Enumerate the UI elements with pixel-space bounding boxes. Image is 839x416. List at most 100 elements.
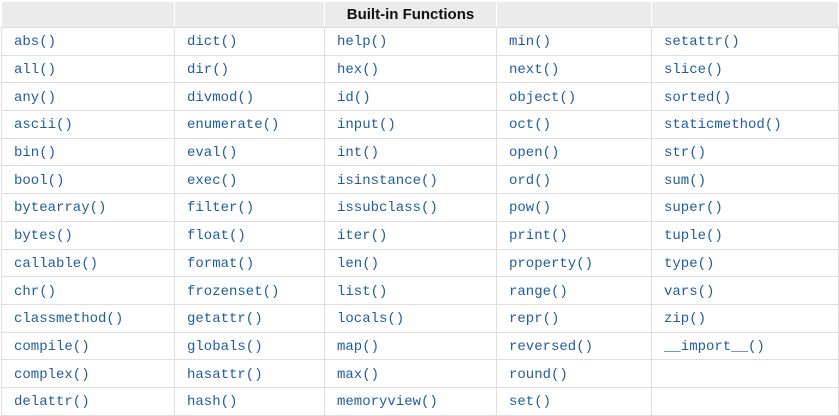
function-link[interactable]: filter() (187, 200, 255, 217)
function-link[interactable]: list() (337, 283, 388, 300)
function-link[interactable]: repr() (509, 311, 560, 328)
function-link[interactable]: any() (14, 89, 57, 106)
function-link[interactable]: hex() (337, 62, 380, 79)
function-cell: all() (1, 54, 175, 84)
function-cell: print() (496, 220, 652, 250)
function-link[interactable]: globals() (187, 338, 263, 355)
function-link[interactable]: chr() (14, 283, 57, 300)
function-link[interactable]: ascii() (14, 117, 73, 134)
function-cell: str() (651, 137, 839, 167)
function-link[interactable]: float() (187, 228, 246, 245)
function-link[interactable]: sorted() (664, 89, 732, 106)
function-link[interactable]: hash() (187, 394, 238, 411)
function-link[interactable]: bytes() (14, 228, 73, 245)
table-row: bool() exec() isinstance() ord() sum() (1, 165, 839, 195)
function-link[interactable]: bytearray() (14, 200, 107, 217)
function-link[interactable]: setattr() (664, 34, 740, 51)
function-link[interactable]: reversed() (509, 338, 594, 355)
function-link[interactable]: oct() (509, 117, 552, 134)
function-link[interactable]: divmod() (187, 89, 255, 106)
function-link[interactable]: locals() (337, 311, 405, 328)
function-link[interactable]: zip() (664, 311, 707, 328)
table-row: chr() frozenset() list() range() vars() (1, 276, 839, 305)
function-cell: classmethod() (1, 303, 175, 333)
function-link[interactable]: frozenset() (187, 283, 280, 300)
function-link[interactable]: len() (337, 255, 380, 272)
function-cell: input() (324, 110, 497, 139)
function-link[interactable]: map() (337, 338, 380, 355)
function-link[interactable]: open() (509, 145, 560, 162)
function-link[interactable]: format() (187, 255, 255, 272)
table-title: Built-in Functions (324, 1, 497, 28)
table-row: delattr() hash() memoryview() set() (1, 386, 839, 416)
function-cell: range() (496, 276, 652, 305)
function-link[interactable]: ord() (509, 172, 552, 189)
function-link[interactable]: staticmethod() (664, 117, 782, 134)
function-link[interactable]: complex() (14, 366, 90, 383)
function-link[interactable]: dict() (187, 34, 238, 51)
function-link[interactable]: eval() (187, 145, 238, 162)
function-link[interactable]: tuple() (664, 228, 723, 245)
function-link[interactable]: round() (509, 366, 568, 383)
function-link[interactable]: issubclass() (337, 200, 438, 217)
function-link[interactable]: type() (664, 255, 715, 272)
function-link[interactable]: help() (337, 34, 388, 51)
function-cell: format() (174, 248, 325, 278)
function-link[interactable]: max() (337, 366, 380, 383)
function-link[interactable]: str() (664, 145, 707, 162)
function-cell: callable() (1, 248, 175, 278)
function-link[interactable]: callable() (14, 255, 99, 272)
function-cell: tuple() (651, 220, 839, 250)
function-cell: getattr() (174, 303, 325, 333)
function-cell: bytearray() (1, 193, 175, 222)
function-link[interactable]: next() (509, 62, 560, 79)
function-cell: __import__() (651, 331, 839, 361)
function-cell: locals() (324, 303, 497, 333)
function-link[interactable]: bool() (14, 172, 65, 189)
function-cell: set() (496, 386, 652, 416)
function-cell: delattr() (1, 386, 175, 416)
function-link[interactable]: exec() (187, 172, 238, 189)
function-cell: dict() (174, 27, 325, 56)
function-link[interactable]: print() (509, 228, 568, 245)
function-cell: chr() (1, 276, 175, 305)
function-link[interactable]: bin() (14, 145, 57, 162)
function-link[interactable]: id() (337, 89, 371, 106)
header-empty-cell-2 (174, 1, 325, 28)
function-link[interactable]: pow() (509, 200, 552, 217)
function-link[interactable]: range() (509, 283, 568, 300)
function-link[interactable]: iter() (337, 228, 388, 245)
function-link[interactable]: enumerate() (187, 117, 280, 134)
function-link[interactable]: min() (509, 34, 552, 51)
function-link[interactable]: __import__() (664, 338, 765, 355)
function-link[interactable]: property() (509, 255, 594, 272)
function-link[interactable]: hasattr() (187, 366, 263, 383)
function-cell: vars() (651, 276, 839, 305)
function-link[interactable]: memoryview() (337, 394, 438, 411)
function-link[interactable]: all() (14, 62, 57, 79)
header-empty-cell-3 (496, 1, 652, 28)
function-cell: round() (496, 359, 652, 388)
function-link[interactable]: isinstance() (337, 172, 438, 189)
function-link[interactable]: super() (664, 200, 723, 217)
function-link[interactable]: getattr() (187, 311, 263, 328)
function-link[interactable]: set() (509, 394, 552, 411)
function-link[interactable]: dir() (187, 62, 230, 79)
function-cell: bytes() (1, 220, 175, 250)
function-cell: complex() (1, 359, 175, 388)
table-header-row: Built-in Functions (1, 1, 839, 28)
function-link[interactable]: slice() (664, 62, 723, 79)
function-link[interactable]: classmethod() (14, 311, 124, 328)
function-link[interactable]: object() (509, 89, 577, 106)
function-link[interactable]: delattr() (14, 394, 90, 411)
header-empty-cell-1 (1, 1, 175, 28)
function-cell: min() (496, 27, 652, 56)
function-link[interactable]: compile() (14, 338, 90, 355)
function-link[interactable]: abs() (14, 34, 57, 51)
function-link[interactable]: input() (337, 117, 396, 134)
function-link[interactable]: sum() (664, 172, 707, 189)
function-link[interactable]: vars() (664, 283, 715, 300)
table-row: any() divmod() id() object() sorted() (1, 82, 839, 112)
function-link[interactable]: int() (337, 145, 380, 162)
